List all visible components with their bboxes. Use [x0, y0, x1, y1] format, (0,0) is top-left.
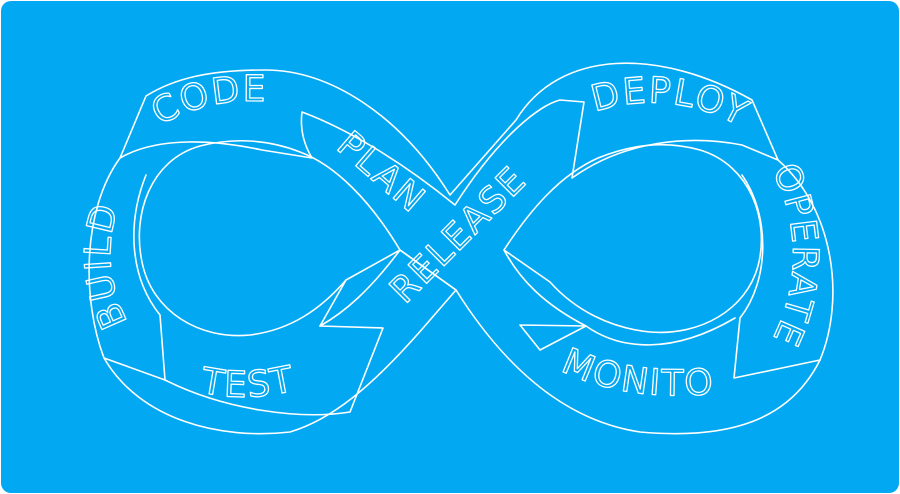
infinity-right-bottom-outline	[455, 174, 821, 435]
infinity-outer-outline	[119, 62, 779, 206]
stage-label-build: BUILD	[78, 199, 136, 335]
stage-label-deploy: DEPLOY	[587, 70, 756, 135]
stage-label-test: TEST	[197, 359, 298, 406]
stage-label-monitor: MONITOR	[1, 1, 716, 405]
stage-label-operate: OPERATE	[764, 157, 825, 353]
infinity-inner-left-loop	[138, 139, 401, 337]
stage-label-code: CODE	[145, 69, 268, 134]
stage-label-code-text: CODE	[144, 68, 266, 134]
stage-label-deploy-text: DEPLOY	[586, 70, 754, 136]
stage-label-plan-text: PLAN	[328, 123, 431, 222]
infinity-left-bottom-outline	[103, 249, 457, 435]
release-ribbon-lower-edge	[319, 249, 457, 327]
infinity-inner-right-loop	[503, 143, 763, 334]
infinity-right-lobe-outline	[777, 159, 834, 361]
stage-label-plan: PLAN	[329, 124, 433, 222]
stage-label-operate-text: OPERATE	[763, 157, 824, 354]
stage-label-build-text: BUILD	[77, 198, 134, 336]
stage-label-monitor-text: MONITOR	[1, 1, 715, 405]
stage-label-test-text: TEST	[197, 358, 297, 407]
